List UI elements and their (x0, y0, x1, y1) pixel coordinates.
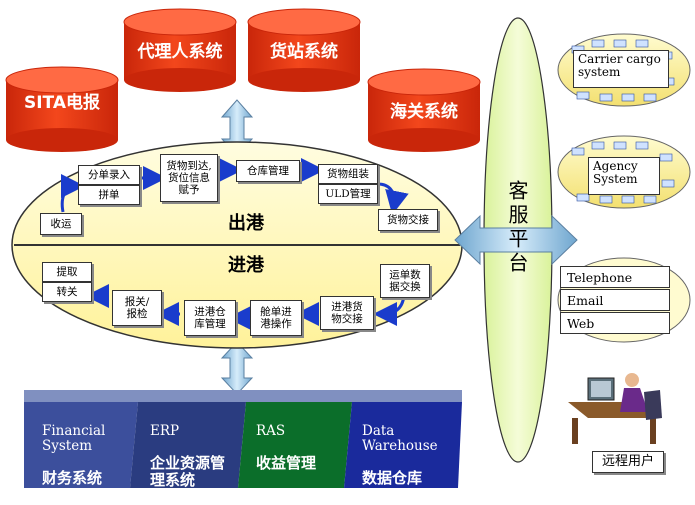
outbound-flow (60, 158, 409, 215)
step-consolidate: 拼单 (78, 185, 140, 205)
erp-system-cn: 企业资源管 理系统 (150, 453, 226, 489)
financial-system-cn: 财务系统 (42, 469, 103, 488)
step-entry: 分单录入 (78, 165, 140, 185)
step-pickup: 提取 (42, 262, 92, 282)
financial-system-en: Financial System (42, 422, 106, 455)
remote-user-illustration (568, 373, 662, 444)
backend-link-arrow (220, 341, 254, 395)
bottom-panels (24, 390, 462, 488)
inbound-flow (85, 284, 406, 330)
step-transfer: 转关 (42, 282, 92, 302)
inbound-title: 进港 (228, 255, 264, 276)
step-receive: 收运 (40, 213, 82, 235)
terminal-system-label: 货站系统 (270, 42, 338, 62)
remote-user-label: 远程用户 (592, 451, 664, 473)
agent-system-label: 代理人系统 (137, 42, 223, 62)
step-handover-out: 货物交接 (378, 209, 438, 231)
terminal-cylinder (247, 8, 361, 92)
step-declare: 报关/ 报检 (112, 290, 162, 326)
step-cargo-handover: 进港货 物交接 (320, 296, 374, 330)
agency-system-label: Agency System (588, 157, 660, 195)
platform-link-arrow (454, 214, 578, 266)
data-warehouse-en: Data Warehouse (362, 422, 438, 455)
carrier-cargo-system-label: Carrier cargo system (573, 50, 669, 88)
sita-cylinder (5, 66, 119, 152)
data-warehouse-cn: 数据仓库 (362, 469, 423, 488)
customs-cylinder (367, 68, 481, 152)
agent-cylinder (123, 8, 237, 92)
contact-email: Email (560, 289, 670, 311)
customs-system-label: 海关系统 (390, 102, 458, 122)
ras-system-cn: 收益管理 (256, 453, 317, 472)
ras-system-label: RAS 收益管理 (256, 408, 346, 487)
ras-system-en: RAS (256, 422, 286, 439)
agency-mini-boxes (571, 141, 675, 204)
outbound-title: 出港 (228, 213, 264, 234)
step-arrival: 货物到达, 货位信息 赋予 (160, 154, 218, 202)
erp-system-en: ERP (150, 422, 180, 439)
contact-telephone: Telephone (560, 266, 670, 288)
contact-web: Web (560, 312, 670, 334)
sita-label: SITA电报 (23, 93, 100, 113)
erp-system-label: ERP 企业资源管 理系统 (150, 408, 245, 505)
step-uld: ULD管理 (318, 184, 378, 204)
step-assembly: 货物组装 (318, 164, 378, 184)
step-warehouse-in: 进港仓 库管理 (184, 300, 236, 336)
financial-system-label: Financial System 财务系统 (42, 408, 132, 503)
step-doc-exchange: 运单数 据交换 (380, 264, 430, 298)
step-flight-ops: 舱单进 港操作 (250, 300, 302, 336)
customer-service-label: 客服平台 (505, 180, 529, 276)
data-warehouse-label: Data Warehouse 数据仓库 (362, 408, 457, 503)
step-warehouse-out: 仓库管理 (236, 160, 300, 182)
